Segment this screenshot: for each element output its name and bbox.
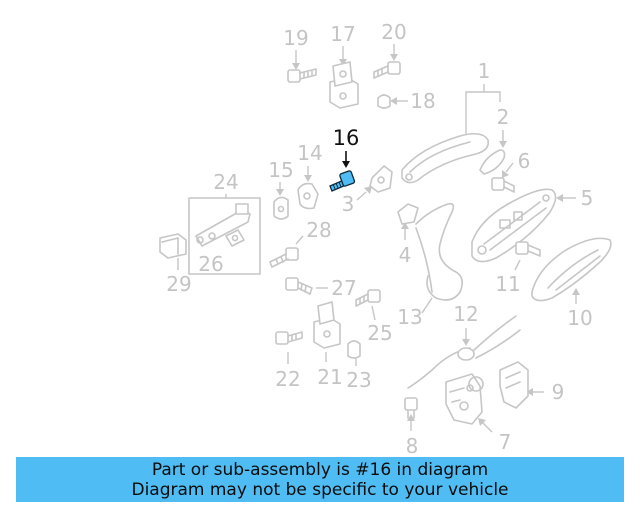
part-12-cable[interactable]: [407, 315, 521, 389]
leader-lines: [177, 44, 580, 433]
callout-7[interactable]: 7: [499, 430, 512, 454]
callout-9[interactable]: 9: [552, 380, 565, 404]
callout-27[interactable]: 27: [331, 276, 356, 300]
callout-1[interactable]: 1: [478, 59, 491, 83]
callout-23[interactable]: 22: [275, 367, 300, 391]
part-3-bracket[interactable]: [369, 165, 393, 193]
part-14-striker[interactable]: [297, 182, 319, 210]
callout-29[interactable]: 29: [166, 272, 191, 296]
part-17-hinge[interactable]: [329, 61, 359, 109]
callout-12[interactable]: 12: [453, 302, 478, 326]
callout-15[interactable]: 15: [268, 158, 293, 182]
part-2-cap[interactable]: [479, 149, 506, 175]
callout-8[interactable]: 8: [406, 434, 419, 458]
callout-14[interactable]: 14: [297, 141, 322, 165]
callout-6[interactable]: 6: [518, 149, 531, 173]
part-24-bolt[interactable]: [355, 289, 381, 307]
part-20-bolt[interactable]: [373, 61, 401, 79]
part-23-bolt[interactable]: [275, 331, 303, 345]
part-11-bolt[interactable]: [515, 241, 541, 257]
callout-17[interactable]: 17: [330, 22, 355, 46]
part-27-bolt[interactable]: [285, 277, 313, 295]
part-22-bushing[interactable]: [347, 340, 361, 359]
part-1-outer-handle[interactable]: [401, 132, 490, 184]
part-28-bolt[interactable]: [269, 247, 299, 268]
part-6-bolt[interactable]: [491, 177, 515, 193]
part-9-bracket[interactable]: [499, 361, 529, 409]
callout-21[interactable]: 21: [317, 365, 342, 389]
callout-28[interactable]: 28: [306, 218, 331, 242]
part-16-bolt-highlighted[interactable]: [329, 170, 356, 192]
banner-line-part-number: Part or sub-assembly is #16 in diagram: [151, 459, 489, 480]
callout-26[interactable]: 26: [198, 252, 223, 276]
info-banner: Part or sub-assembly is #16 in diagram D…: [16, 457, 624, 502]
part-18-bushing[interactable]: [377, 94, 391, 109]
callout-2[interactable]: 2: [497, 105, 510, 129]
part-5-handle-frame[interactable]: [471, 188, 557, 263]
banner-line-disclaimer: Diagram may not be specific to your vehi…: [131, 479, 509, 500]
callout-16-highlighted[interactable]: 16: [333, 126, 360, 150]
callout-10[interactable]: 10: [567, 306, 592, 330]
callout-25[interactable]: 24: [213, 170, 238, 194]
callout-16-arrow: [342, 161, 350, 168]
callout-24[interactable]: 25: [367, 321, 392, 345]
part-13-cable[interactable]: [415, 202, 464, 301]
callout-20[interactable]: 20: [381, 20, 406, 44]
callout-13[interactable]: 13: [397, 305, 422, 329]
callout-3[interactable]: 3: [342, 192, 355, 216]
callout-18[interactable]: 18: [410, 89, 435, 113]
callout-22[interactable]: 23: [346, 368, 371, 392]
callout-5[interactable]: 5: [581, 186, 594, 210]
part-29-clip[interactable]: [159, 233, 187, 259]
part-25-door-check-assembly[interactable]: [188, 197, 261, 275]
callout-11[interactable]: 11: [495, 272, 520, 296]
part-4-handle-base[interactable]: [397, 203, 419, 225]
part-26-pad[interactable]: [225, 229, 245, 247]
part-15-plate[interactable]: [273, 196, 289, 220]
part-8-bolt[interactable]: [404, 397, 418, 419]
part-19-bolt[interactable]: [287, 68, 317, 83]
part-7-latch[interactable]: [445, 373, 484, 425]
callout-19[interactable]: 19: [283, 26, 308, 50]
part-21-bracket[interactable]: [313, 301, 341, 349]
callout-4[interactable]: 4: [399, 243, 412, 267]
part-10-inner-handle[interactable]: [531, 237, 612, 302]
